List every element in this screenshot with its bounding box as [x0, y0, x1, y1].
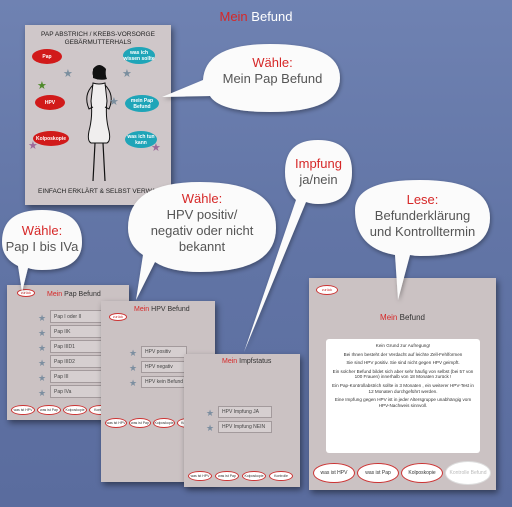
bubble-shape-lese: [355, 180, 490, 300]
star-icon: ★: [38, 373, 47, 383]
info-paragraph: Kein Grund zur Aufregung!: [375, 343, 431, 348]
impfstatus-screen: Mein Impfstatus ★ HPV Impfung JA ★ HPV I…: [184, 354, 300, 487]
kolposkopie-blob[interactable]: Kolposkopie: [33, 131, 69, 146]
pap-blob[interactable]: Pap: [32, 49, 62, 64]
back-button[interactable]: zurück: [316, 285, 338, 295]
footer-pap-button[interactable]: was ist Pap: [357, 463, 399, 483]
star-icon: ★: [122, 68, 132, 80]
footer-pap-button[interactable]: was ist Pap: [37, 405, 61, 415]
star-icon: ★: [38, 328, 47, 338]
footer-hpv-button[interactable]: was ist HPV: [188, 471, 212, 481]
overview-footer: EINFACH ERKLÄRT & SELBST VERWALTEN: [38, 188, 172, 195]
title-rest: Befund: [251, 9, 293, 24]
result-screen-title: Mein Befund: [380, 313, 425, 322]
star-icon: ★: [151, 142, 161, 154]
star-icon: ★: [129, 363, 138, 373]
bubble-lese: Lese: Befunderklärung und Kontrolltermin: [369, 192, 476, 239]
info-paragraph: Eine Impfung gegen HPV ist in jeder Alte…: [334, 397, 472, 408]
star-icon: ★: [63, 68, 73, 80]
bubble-pap-befund: Wähle: Mein Pap Befund: [222, 55, 323, 86]
option-impfung-ja[interactable]: HPV Impfung JA: [218, 406, 272, 418]
info-paragraph: Sie sind HPV positiv. Sie sind nicht geg…: [346, 360, 460, 366]
was-tun-blob[interactable]: was ich tun kann: [125, 131, 157, 148]
hpv-blob[interactable]: HPV: [35, 95, 65, 110]
footer-kolposkopie-button[interactable]: Kolposkopie: [153, 418, 175, 428]
overview-header-line2: GEBÄRMUTTERHALS: [64, 39, 132, 46]
bubble-shape-impfung: [244, 140, 352, 352]
result-info-box: Kein Grund zur Aufregung! Bei Ihnen best…: [326, 339, 480, 453]
info-paragraph: Ein Pap-Kontrollabstrich sollte in 3 Mon…: [332, 382, 474, 394]
bubble-shape-pap-befund: [162, 44, 340, 112]
footer-pap-button[interactable]: was ist Pap: [215, 471, 239, 481]
star-icon: ★: [206, 423, 215, 433]
star-icon: ★: [109, 96, 119, 108]
hpv-screen-title: Mein HPV Befund: [134, 306, 190, 313]
bubble-shape-pap-stufe: [2, 210, 82, 292]
footer-hpv-button[interactable]: was ist HPV: [313, 463, 355, 483]
info-paragraph: Bei Ihnen besteht der Verdacht auf leich…: [343, 351, 463, 357]
footer-kolposkopie-button[interactable]: Kolposkopie: [63, 405, 87, 415]
star-icon: ★: [38, 388, 47, 398]
bubble-pap-stufe: Wähle: Pap I bis IVa: [5, 223, 79, 254]
title-highlight: Mein: [219, 9, 248, 24]
footer-hpv-button[interactable]: was ist HPV: [11, 405, 35, 415]
footer-hpv-button[interactable]: was ist HPV: [105, 418, 127, 428]
bubble-shape-hpv: [128, 182, 276, 300]
back-button[interactable]: zurück: [109, 313, 127, 321]
overview-header-line1: PAP ABSTRICH / KREBS-VORSORGE: [41, 31, 155, 38]
option-impfung-nein[interactable]: HPV Impfung NEIN: [218, 421, 272, 433]
star-icon: ★: [38, 313, 47, 323]
overview-header: PAP ABSTRICH / KREBS-VORSORGE GEBÄRMUTTE…: [25, 31, 171, 47]
was-sollte-blob[interactable]: was ich wissen sollte: [123, 47, 155, 64]
option-hpv-positiv[interactable]: HPV positiv: [141, 346, 187, 358]
bubble-hpv: Wähle: HPV positiv/ negativ oder nicht b…: [150, 191, 254, 254]
option-pap-4[interactable]: Pap IIID2: [50, 355, 104, 368]
star-icon: ★: [38, 343, 47, 353]
page-title: Mein Befund: [0, 9, 512, 24]
star-icon: ★: [129, 378, 138, 388]
footer-kolposkopie-button[interactable]: Kolposkopie: [401, 463, 443, 483]
footer-kontrolle-button[interactable]: Kontrolle Befund: [445, 461, 491, 485]
star-icon: ★: [37, 80, 47, 92]
bubble-impfung: Impfung ja/nein: [295, 156, 342, 187]
star-icon: ★: [206, 408, 215, 418]
result-screen: zurück Mein Befund Kein Grund zur Aufreg…: [309, 278, 496, 490]
info-paragraph: Ein solcher Befund bildet sich aber sehr…: [332, 368, 474, 380]
back-button[interactable]: zurück: [17, 289, 35, 297]
star-icon: ★: [28, 140, 38, 152]
overview-screen: PAP ABSTRICH / KREBS-VORSORGE GEBÄRMUTTE…: [25, 25, 172, 205]
footer-kolposkopie-button[interactable]: Kolposkopie: [242, 471, 266, 481]
impf-screen-title: Mein Impfstatus: [222, 358, 272, 365]
mein-pap-blob[interactable]: mein Pap Befund: [125, 95, 159, 112]
pap-screen-title: Mein Pap Befund: [47, 291, 101, 298]
star-icon: ★: [129, 348, 138, 358]
footer-pap-button[interactable]: was ist Pap: [129, 418, 151, 428]
star-icon: ★: [38, 358, 47, 368]
option-hpv-negativ[interactable]: HPV negativ: [141, 361, 187, 373]
woman-silhouette-icon: [86, 65, 112, 182]
footer-kontrolle-button[interactable]: Kontrolle: [269, 471, 293, 481]
